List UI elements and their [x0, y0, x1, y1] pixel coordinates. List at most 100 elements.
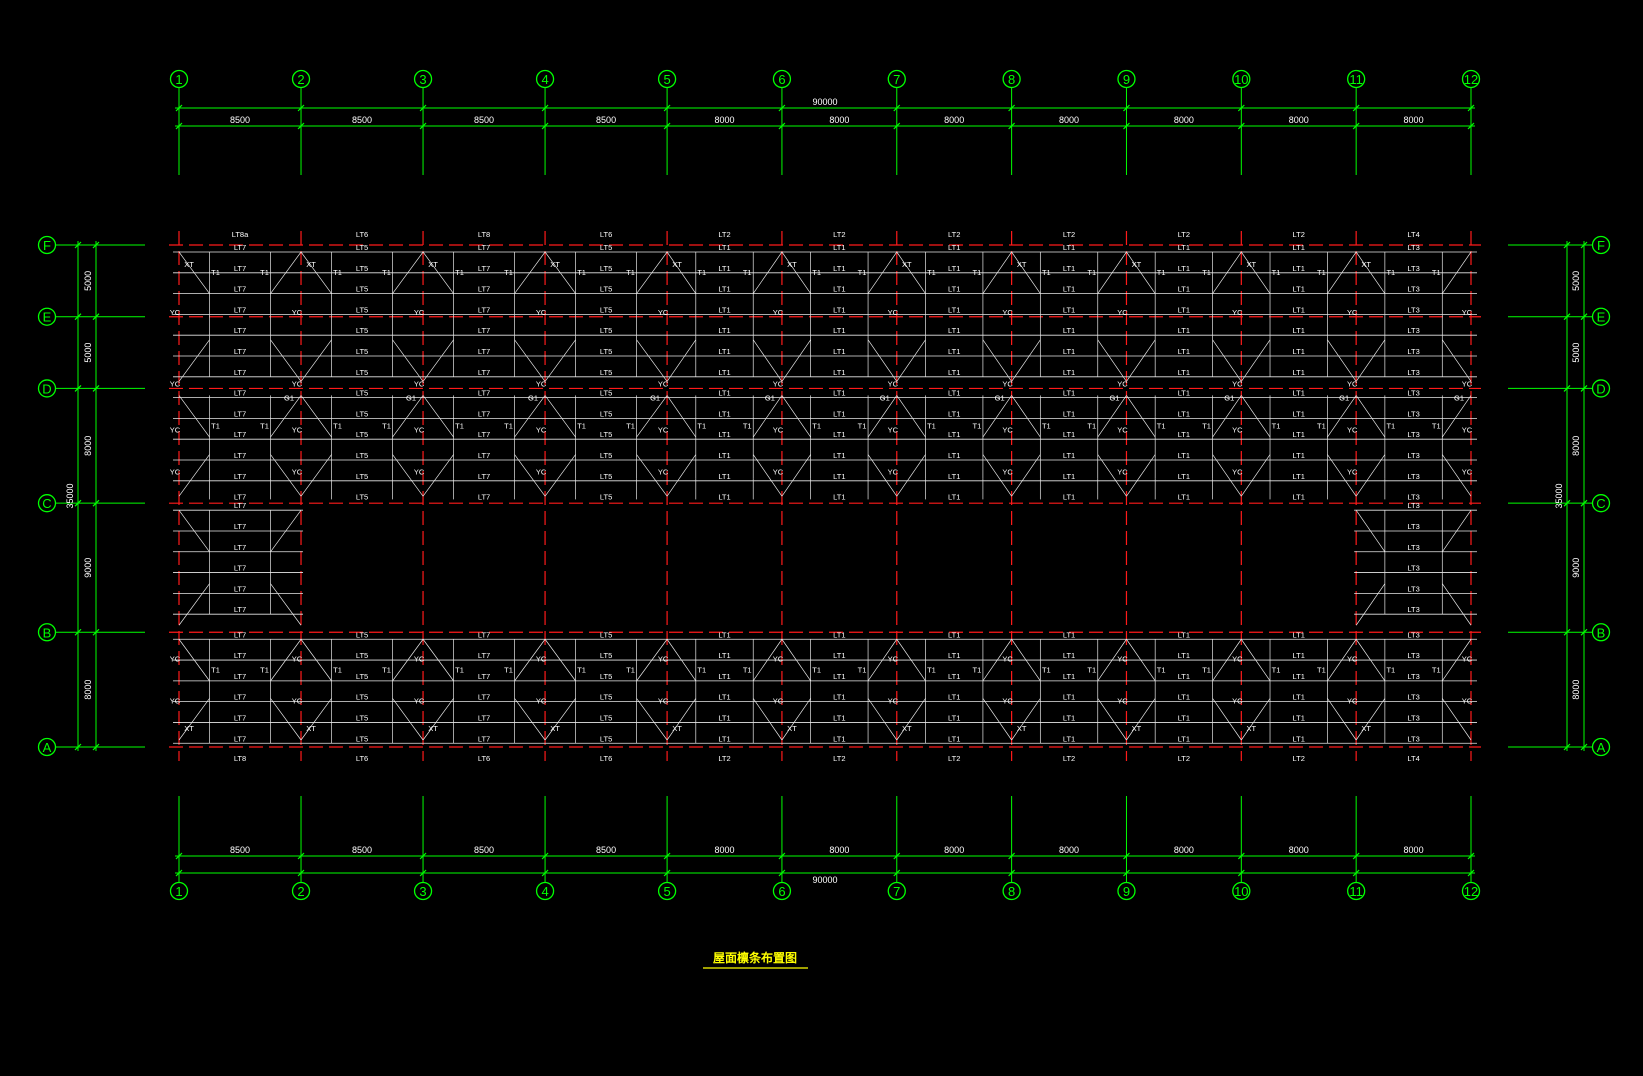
bay-purlin-label: LT7	[234, 522, 246, 531]
dim-left-tick-a-0	[74, 241, 82, 249]
axis-bubble-top-10-circle	[1232, 69, 1251, 89]
bay-purlin-label: LT1	[718, 347, 730, 356]
post-mark: YC	[536, 380, 547, 389]
dim-bottom-span-text-5: 8000	[829, 845, 849, 855]
bay-purlin-label: LT1	[1293, 285, 1305, 294]
bay-purlin-label: LT5	[600, 693, 612, 702]
bay-upper-xbrace	[514, 251, 546, 294]
top-edge-purlin-label: LT2	[718, 230, 730, 239]
bay-purlin-label: LT1	[718, 305, 730, 314]
tie-mark: T1	[1202, 421, 1211, 430]
bay-mid-xbrace	[514, 395, 546, 438]
roof-beams	[169, 231, 1481, 761]
bay-purlin-label: LT1	[833, 451, 845, 460]
dim-top-span-text-9: 8000	[1289, 115, 1309, 125]
axis-bubble-top-5-circle	[657, 69, 677, 89]
bay-purlin-label: LT1	[1063, 368, 1075, 377]
post-mark: YC	[414, 654, 425, 663]
tie-mark: T1	[812, 268, 821, 277]
bay-right-wing-xbrace	[1355, 583, 1386, 626]
dim-top-tick-a-2	[419, 104, 427, 112]
bay-mid-xbrace	[666, 454, 697, 497]
post-mark: YC	[536, 308, 547, 317]
post-mark: YC	[536, 425, 547, 434]
axis-bubble-top-1: 1	[169, 69, 189, 89]
axis-bubble-right-E-label: E	[1597, 310, 1606, 325]
post-mark: YC	[1462, 696, 1473, 705]
post-mark: YC	[1347, 467, 1358, 476]
axis-bubble-bottom-7-circle	[887, 881, 906, 901]
axis-bubble-right-C: C	[1591, 494, 1611, 513]
bay-mid-xbrace	[178, 395, 210, 438]
bay-purlin-label: LT3	[1407, 584, 1419, 593]
bay-upper-xbrace	[1355, 339, 1386, 382]
tie-mark: T1	[1042, 421, 1051, 430]
bay-upper-xbrace	[178, 251, 210, 294]
axis-bubble-bottom-8-circle	[1002, 881, 1021, 901]
bay-purlin-label: LT1	[718, 451, 730, 460]
top-edge-purlin-label: LT2	[833, 230, 845, 239]
bay-upper-xbrace	[982, 339, 1012, 382]
bay-mid-xbrace	[178, 454, 210, 497]
bay-purlin-label: LT1	[718, 630, 730, 639]
post-mark: YC	[170, 380, 181, 389]
post-mark: YC	[888, 654, 899, 663]
bay-upper-xbrace	[1011, 339, 1041, 382]
dim-bottom-tick-a-4	[663, 852, 671, 860]
bay-purlin-label: LT5	[356, 651, 368, 660]
bay-purlin-label: LT7	[234, 264, 246, 273]
dim-bottom-tick-b-2	[419, 869, 427, 877]
dim-bottom-overall-text: 90000	[812, 875, 837, 885]
bay-mid-xbrace	[1212, 395, 1242, 438]
bay-purlin-label: LT1	[718, 672, 730, 681]
bottom-edge-purlin-label: LT6	[600, 754, 612, 763]
tie-mark: T1	[577, 268, 586, 277]
bay-purlin-label: LT1	[1178, 389, 1190, 398]
axis-bubble-left-A-circle	[37, 737, 57, 757]
bay-purlin-label: LT3	[1407, 630, 1419, 639]
dim-left-tick-b-2	[92, 385, 100, 392]
bay-purlin-label: LT1	[948, 672, 960, 681]
dim-left-span-text-2: 8000	[83, 436, 93, 456]
bay-purlin-label: LT1	[948, 285, 960, 294]
axis-bubble-bottom-4-circle	[535, 881, 555, 901]
axis-bubble-bottom-9-circle	[1117, 881, 1136, 901]
axis-bubble-right-B-circle	[1591, 623, 1611, 642]
bay-purlin-label: LT5	[600, 472, 612, 481]
brace-mark: XT	[306, 724, 316, 733]
dim-bottom-tick-b-5	[778, 869, 786, 877]
axis-bubble-left-F-circle	[37, 235, 57, 255]
bay-purlin-label: LT3	[1407, 243, 1419, 252]
bay-lower-xbrace	[896, 639, 926, 682]
axis-bubble-top-9: 9	[1117, 69, 1136, 89]
tie-mark: T1	[504, 421, 513, 430]
dim-right-span-text-1: 5000	[1571, 343, 1581, 363]
bay-purlin-label: LT3	[1407, 368, 1419, 377]
axis-bubble-right-D: D	[1591, 379, 1611, 398]
bay-purlin-label: LT1	[1063, 630, 1075, 639]
bay-purlin-label: LT1	[833, 243, 845, 252]
bay-purlin-label: LT5	[356, 672, 368, 681]
bay-purlin-label: LT7	[478, 285, 490, 294]
dim-bottom-tick-a-5	[778, 852, 786, 860]
bay-mid-xbrace	[982, 395, 1012, 438]
dim-top-tick-a-10	[1352, 104, 1360, 112]
dim-right-tick-b-5	[1580, 743, 1588, 751]
bay-lower-xbrace	[300, 639, 332, 682]
axis-bubble-bottom-3-label: 3	[419, 884, 426, 899]
post-mark: YC	[1117, 380, 1128, 389]
bay-purlin-label: LT7	[234, 584, 246, 593]
bay-purlin-label: LT7	[234, 630, 246, 639]
bay-mid-xbrace	[392, 454, 424, 497]
bay-purlin-label: LT7	[478, 430, 490, 439]
post-mark: YC	[1117, 467, 1128, 476]
dim-bottom-tick-b-7	[1008, 869, 1016, 877]
bay-purlin-label: LT5	[600, 305, 612, 314]
bottom-edge-purlin-label: LT2	[948, 754, 960, 763]
dim-bottom-tick-b-11	[1467, 869, 1475, 877]
bay-right-wing-xbrace	[1442, 583, 1472, 626]
axis-bubble-top-4-circle	[535, 69, 555, 89]
dim-top-tick-a-9	[1237, 104, 1245, 112]
dim-right-span-text-0: 5000	[1571, 271, 1581, 291]
bay-mid-xbrace	[514, 454, 546, 497]
